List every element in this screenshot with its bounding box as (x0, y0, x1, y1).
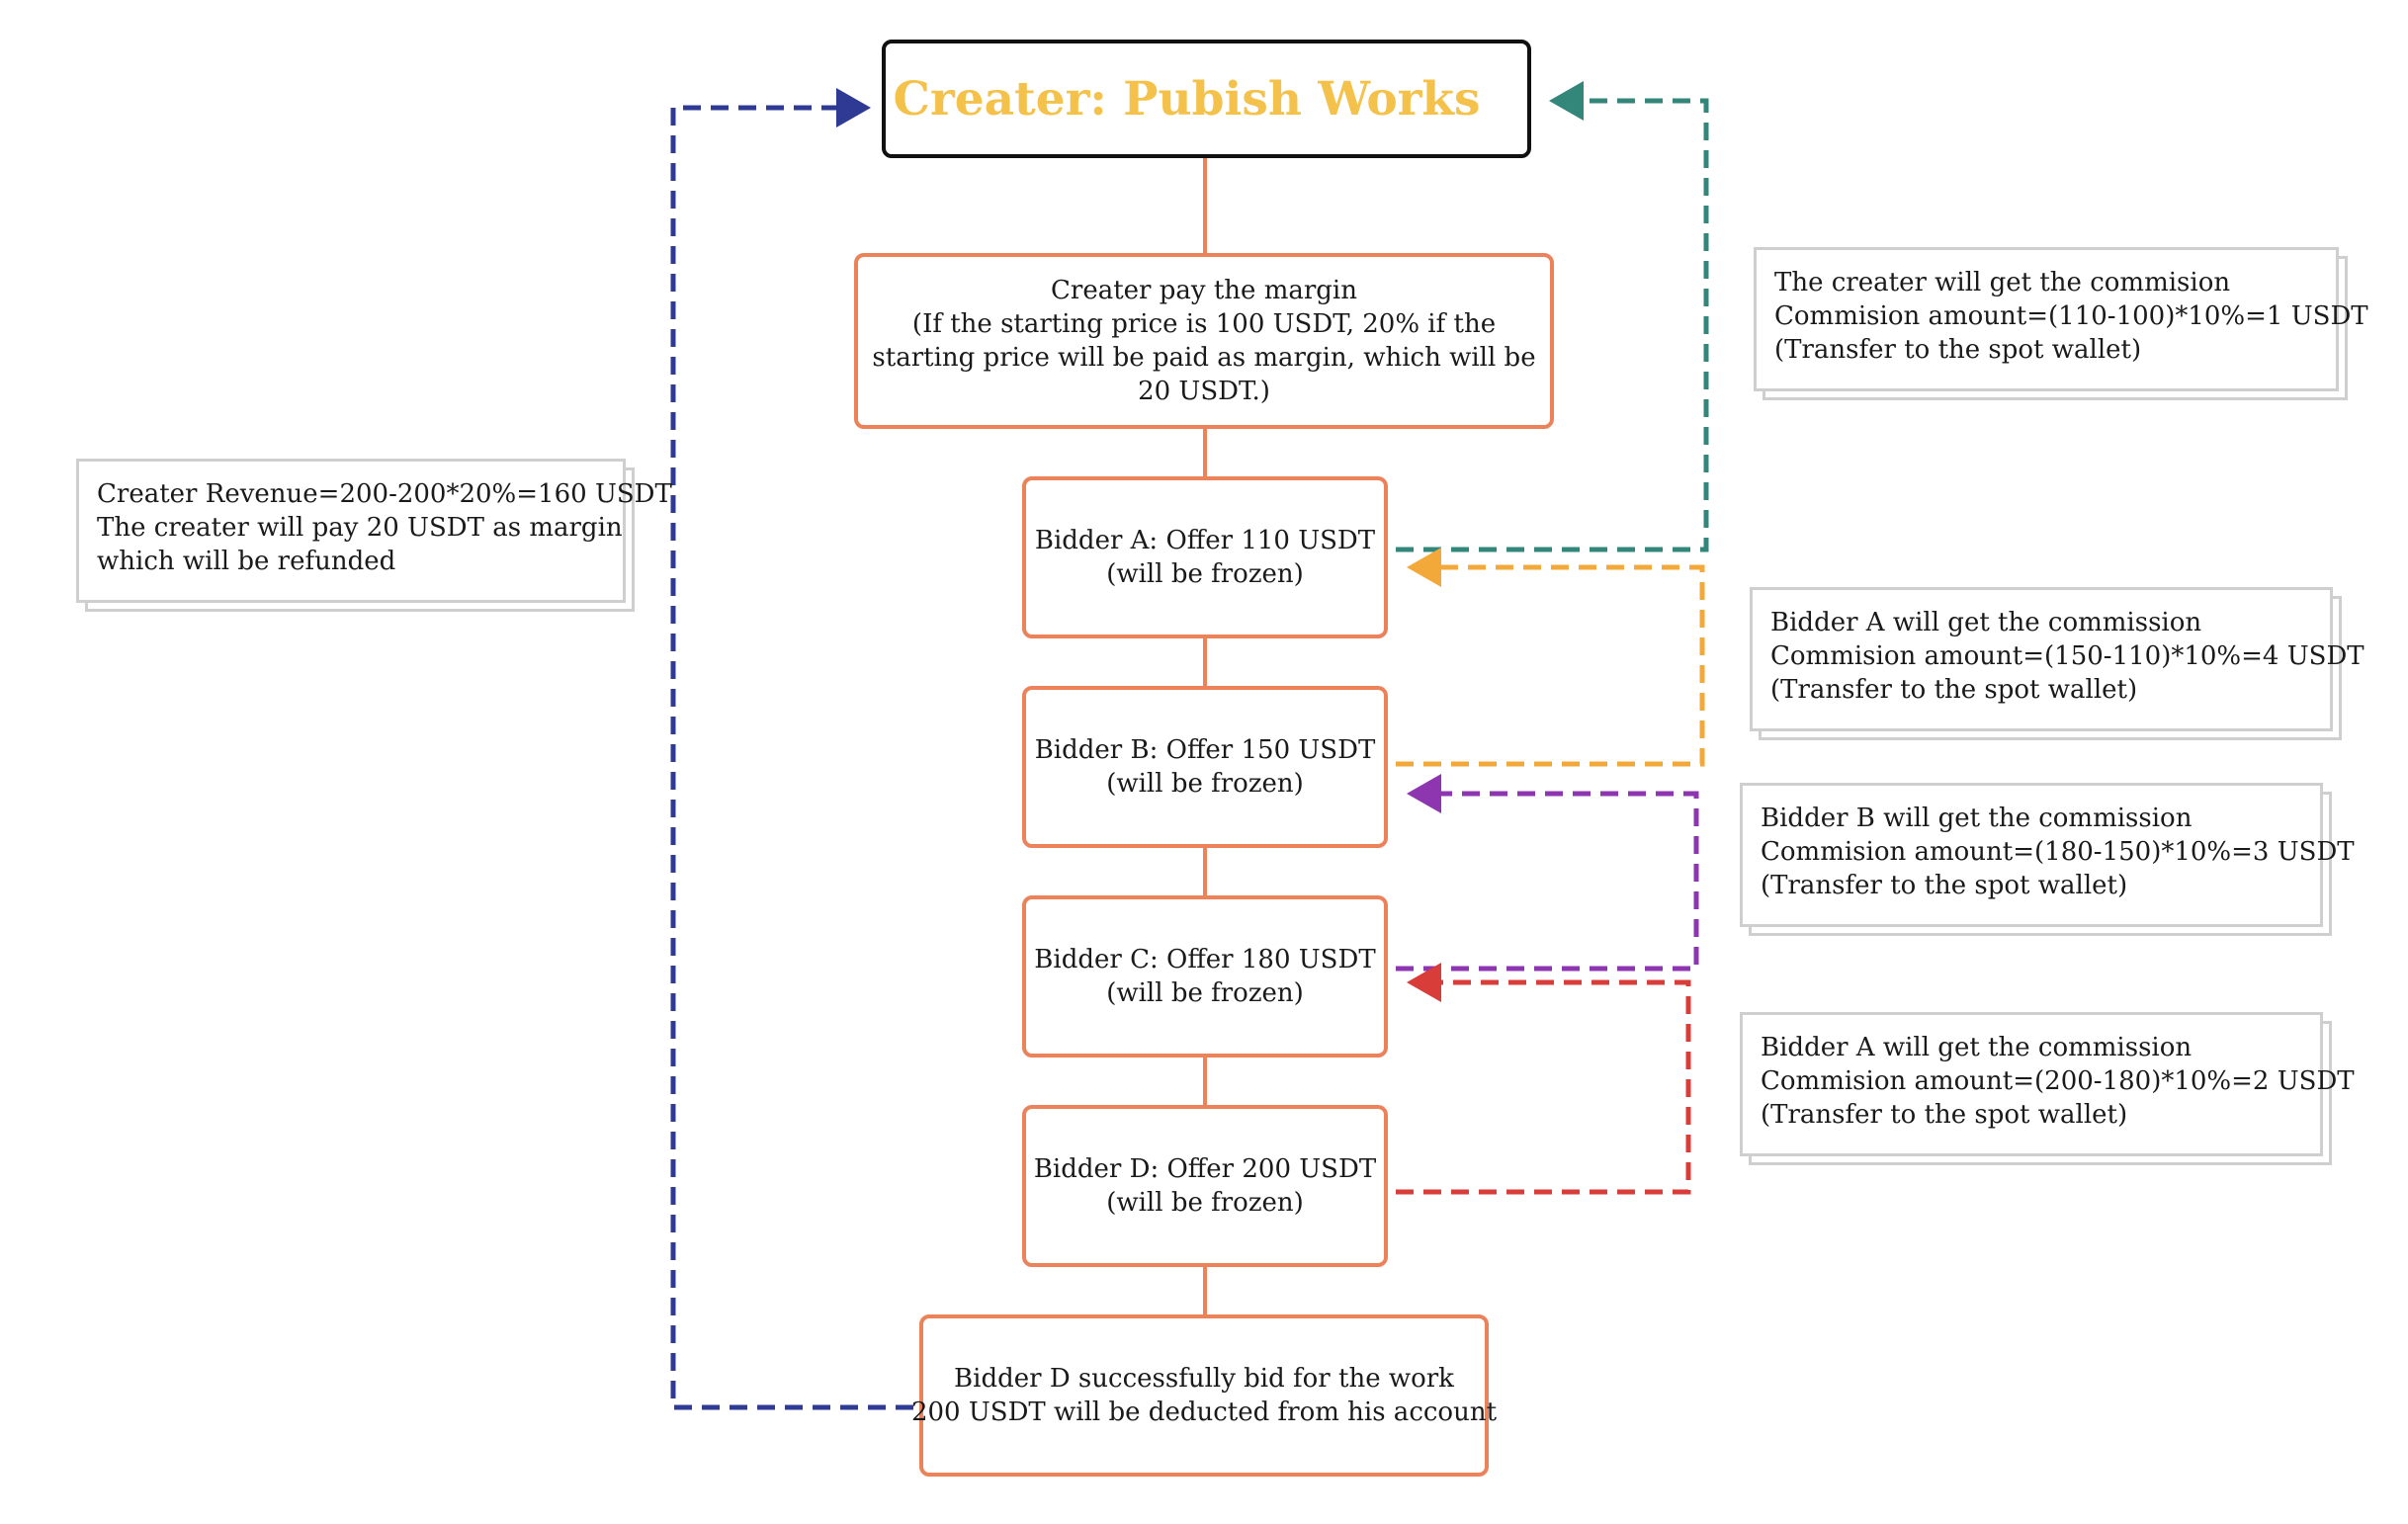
bidder-c-offer: Bidder C: Offer 180 USDT (1034, 945, 1376, 974)
bidder-d-offer: Bidder D: Offer 200 USDT (1033, 1154, 1377, 1184)
bidder-c-commission-line-1: Bidder A will get the commission (1761, 1033, 2193, 1062)
bidder-b-commission-line-1: Bidder B will get the commission (1761, 804, 2193, 833)
final-step-box: Bidder D successfully bid for the work 2… (911, 1314, 1497, 1477)
revenue-line-3: which will be refunded (97, 547, 396, 576)
bidder-a-box: Bidder A: Offer 110 USDT (will be frozen… (1022, 476, 1388, 638)
page-title: Creater: Pubish Works (893, 71, 1481, 127)
note-body: Bidder A will get the commission Commisi… (1740, 1012, 2355, 1156)
note-body: Bidder A will get the commission Commisi… (1750, 587, 2365, 731)
bidder-a-offer: Bidder A: Offer 110 USDT (1034, 526, 1376, 555)
final-line-2: 200 USDT will be deducted from his accou… (910, 1397, 1498, 1427)
bidder-b-commission-line-3: (Transfer to the spot wallet) (1761, 871, 2128, 900)
revenue-note: Creater Revenue=200-200*20%=160 USDT The… (76, 459, 672, 612)
bidder-a-status: (will be frozen) (1106, 559, 1304, 589)
bidder-b-offer: Bidder B: Offer 150 USDT (1034, 735, 1376, 765)
arrow-final-to-title (670, 88, 913, 1410)
arrow-bidder-b-to-bidder-a (1396, 548, 1705, 767)
creater-commission-line-3: (Transfer to the spot wallet) (1774, 335, 2142, 365)
bidder-b-commission-line-2: Commision amount=(180-150)*10%=3 USDT (1761, 837, 2355, 867)
bidder-c-commission-line-3: (Transfer to the spot wallet) (1761, 1100, 2128, 1130)
bidder-c-commission-line-2: Commision amount=(200-180)*10%=2 USDT (1761, 1066, 2355, 1096)
arrow-bidder-c-to-bidder-b (1396, 774, 1699, 972)
creater-commission-line-1: The creater will get the commision (1774, 268, 2231, 297)
bidder-a-commission-note: Bidder A will get the commission Commisi… (1750, 587, 2365, 740)
arrow-bidder-d-to-bidder-c (1396, 963, 1691, 1195)
bidder-c-status: (will be frozen) (1106, 978, 1304, 1008)
revenue-line-1: Creater Revenue=200-200*20%=160 USDT (97, 479, 672, 509)
creater-commission-note: The creater will get the commision Commi… (1754, 247, 2368, 400)
arrow-bidder-a-to-title (1396, 81, 1709, 552)
bidder-b-box: Bidder B: Offer 150 USDT (will be frozen… (1022, 686, 1388, 848)
bidder-c-commission-note: Bidder A will get the commission Commisi… (1740, 1012, 2355, 1165)
bidder-d-status: (will be frozen) (1106, 1188, 1304, 1218)
final-line-1: Bidder D successfully bid for the work (954, 1364, 1454, 1394)
note-body: Creater Revenue=200-200*20%=160 USDT The… (76, 459, 672, 603)
margin-line-3: starting price will be paid as margin, w… (872, 343, 1536, 373)
bidder-b-commission-note: Bidder B will get the commission Commisi… (1740, 783, 2355, 936)
note-body: The creater will get the commision Commi… (1754, 247, 2368, 391)
title-box: Creater: Pubish Works (882, 40, 1531, 158)
margin-step-box: Creater pay the margin (If the starting … (854, 253, 1554, 429)
bidder-b-status: (will be frozen) (1106, 769, 1304, 799)
bidder-a-commission-line-2: Commision amount=(150-110)*10%=4 USDT (1770, 641, 2365, 671)
bidder-a-commission-line-1: Bidder A will get the commission (1770, 608, 2202, 637)
creater-commission-line-2: Commision amount=(110-100)*10%=1 USDT (1774, 301, 2368, 331)
revenue-line-2: The creater will pay 20 USDT as margin (97, 513, 623, 543)
bidder-c-box: Bidder C: Offer 180 USDT (will be frozen… (1022, 895, 1388, 1058)
note-body: Bidder B will get the commission Commisi… (1740, 783, 2355, 927)
margin-line-1: Creater pay the margin (1051, 276, 1357, 305)
bidder-d-box: Bidder D: Offer 200 USDT (will be frozen… (1022, 1105, 1388, 1267)
margin-line-2: (If the starting price is 100 USDT, 20% … (911, 309, 1497, 339)
margin-line-4: 20 USDT.) (1138, 377, 1270, 406)
bidder-a-commission-line-3: (Transfer to the spot wallet) (1770, 675, 2138, 705)
